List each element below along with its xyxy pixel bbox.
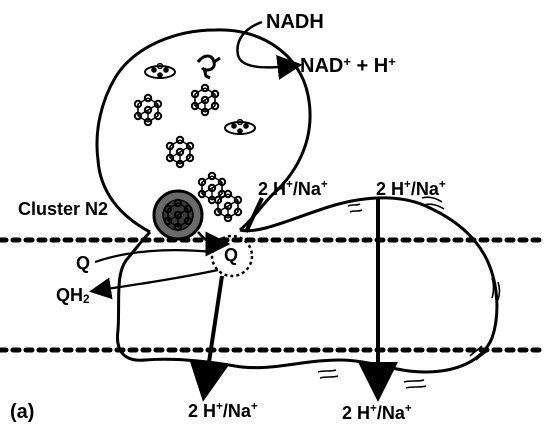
peripheral-arm-outline xyxy=(97,30,310,232)
panel-label: (a) xyxy=(10,402,34,422)
proton-label-top-middle: 2 H+/Na+ xyxy=(258,180,328,198)
qh2-output-line xyxy=(100,270,218,290)
flavin-icon xyxy=(198,56,220,78)
proton-arrow-middle xyxy=(206,276,222,382)
cluster-n2-label: Cluster N2 xyxy=(18,200,108,218)
qh2-label: QH2 xyxy=(56,286,90,304)
nadh-label: NADH xyxy=(266,12,324,32)
iron-sulfur-cluster-icon xyxy=(192,85,218,115)
q-label: Q xyxy=(76,254,90,272)
q-input-line xyxy=(95,250,212,262)
iron-sulfur-cluster-icon xyxy=(225,120,255,134)
iron-sulfur-cluster-icon xyxy=(135,95,161,125)
iron-sulfur-cluster-icon xyxy=(145,64,175,78)
nad-plus-label: NAD+ + H+ xyxy=(300,56,396,76)
q-site-label: Q xyxy=(224,246,238,264)
iron-sulfur-cluster-icon xyxy=(167,137,193,167)
proton-label-top-right: 2 H+/Na+ xyxy=(376,180,446,198)
proton-input-stroke xyxy=(246,198,262,232)
proton-label-bottom-middle: 2 H+/Na+ xyxy=(188,402,258,420)
proton-label-bottom-right: 2 H+/Na+ xyxy=(342,404,412,422)
cluster-n2-icon xyxy=(154,191,202,239)
